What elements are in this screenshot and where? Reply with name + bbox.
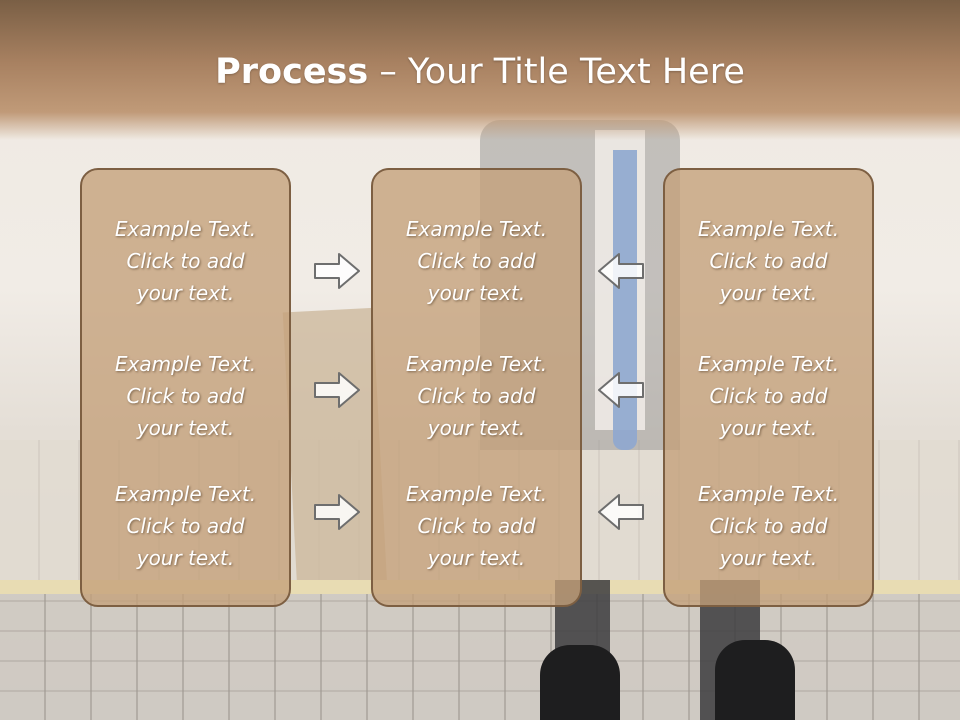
text-line: Example Text. xyxy=(114,352,257,376)
text-block[interactable]: Example Text. Click to add your text. xyxy=(373,478,580,574)
text-line: Example Text. xyxy=(405,217,548,241)
text-line: your text. xyxy=(136,281,235,305)
text-line: Click to add xyxy=(417,249,536,273)
arrow-right-icon xyxy=(314,253,360,289)
arrow-left-icon xyxy=(598,494,644,530)
text-block[interactable]: Example Text. Click to add your text. xyxy=(665,478,872,574)
text-block[interactable]: Example Text. Click to add your text. xyxy=(665,348,872,444)
title-bold: Process xyxy=(215,52,369,92)
title-rest: – Your Title Text Here xyxy=(368,52,745,92)
text-line: Example Text. xyxy=(697,482,840,506)
text-line: Example Text. xyxy=(405,352,548,376)
text-line: your text. xyxy=(136,416,235,440)
text-line: your text. xyxy=(427,546,526,570)
arrow-right-icon xyxy=(314,372,360,408)
text-line: Example Text. xyxy=(697,352,840,376)
text-line: Click to add xyxy=(709,249,828,273)
text-line: your text. xyxy=(719,281,818,305)
text-line: Example Text. xyxy=(697,217,840,241)
text-line: Click to add xyxy=(417,384,536,408)
text-line: your text. xyxy=(427,416,526,440)
text-box-right[interactable]: Example Text. Click to add your text. Ex… xyxy=(663,168,874,607)
text-line: Example Text. xyxy=(114,217,257,241)
text-line: Click to add xyxy=(126,514,245,538)
text-block[interactable]: Example Text. Click to add your text. xyxy=(373,213,580,309)
title-band xyxy=(0,0,960,140)
text-block[interactable]: Example Text. Click to add your text. xyxy=(373,348,580,444)
text-block[interactable]: Example Text. Click to add your text. xyxy=(82,213,289,309)
slide-title[interactable]: Process – Your Title Text Here xyxy=(0,52,960,92)
arrow-right-icon xyxy=(314,494,360,530)
text-line: your text. xyxy=(719,416,818,440)
text-line: your text. xyxy=(427,281,526,305)
arrow-left-icon xyxy=(598,372,644,408)
text-box-center[interactable]: Example Text. Click to add your text. Ex… xyxy=(371,168,582,607)
text-line: your text. xyxy=(719,546,818,570)
text-block[interactable]: Example Text. Click to add your text. xyxy=(82,348,289,444)
text-line: Click to add xyxy=(126,384,245,408)
text-line: Click to add xyxy=(709,384,828,408)
text-line: Example Text. xyxy=(114,482,257,506)
text-block[interactable]: Example Text. Click to add your text. xyxy=(665,213,872,309)
text-line: Example Text. xyxy=(405,482,548,506)
text-box-left[interactable]: Example Text. Click to add your text. Ex… xyxy=(80,168,291,607)
text-line: Click to add xyxy=(126,249,245,273)
text-line: Click to add xyxy=(417,514,536,538)
text-line: Click to add xyxy=(709,514,828,538)
arrow-left-icon xyxy=(598,253,644,289)
text-block[interactable]: Example Text. Click to add your text. xyxy=(82,478,289,574)
text-line: your text. xyxy=(136,546,235,570)
